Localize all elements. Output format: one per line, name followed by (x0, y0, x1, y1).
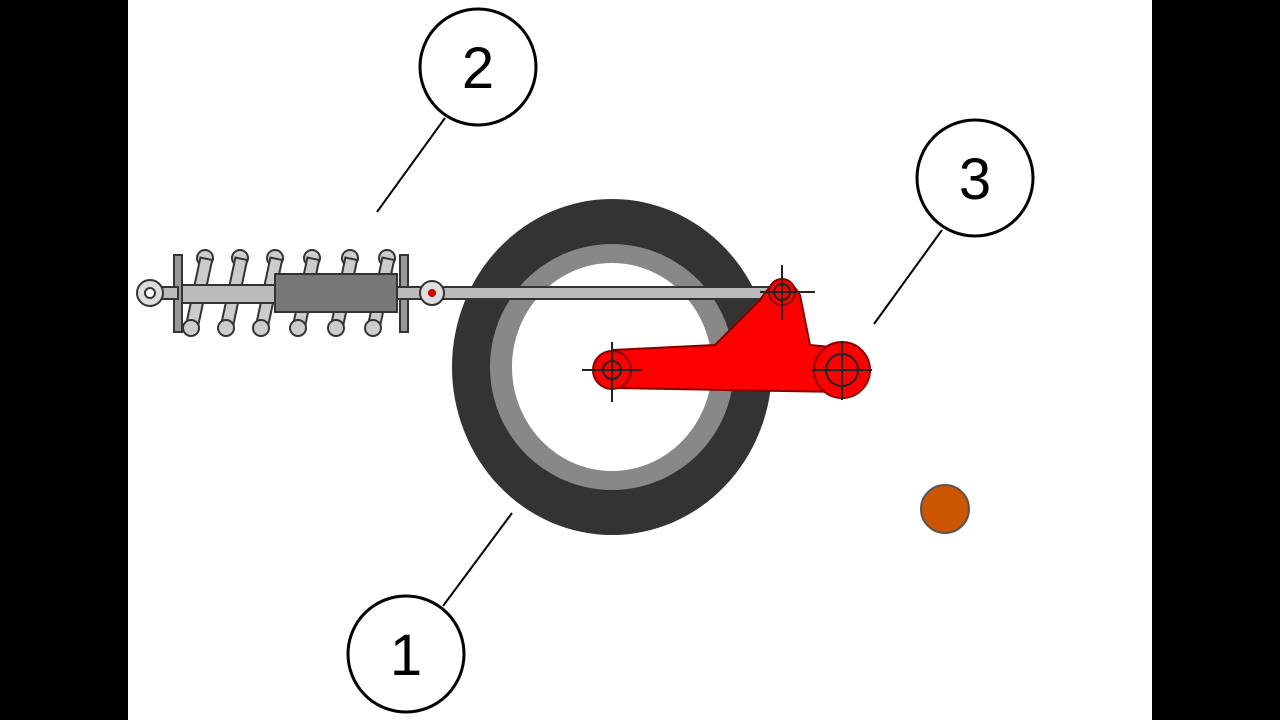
callout-2-label: 2 (462, 36, 494, 101)
callout-1-label: 1 (390, 623, 422, 688)
swing-arm-icon (582, 265, 872, 402)
callout-1: 1 (346, 594, 466, 714)
callout-3-leader (873, 229, 943, 325)
callout-2: 2 (418, 7, 538, 127)
callout-2-leader (376, 117, 446, 213)
indicator-dot-icon (920, 484, 970, 534)
callout-3: 3 (915, 118, 1035, 238)
callout-1-leader (442, 512, 513, 607)
callout-3-label: 3 (959, 147, 991, 212)
shock-absorber-icon (136, 249, 786, 337)
